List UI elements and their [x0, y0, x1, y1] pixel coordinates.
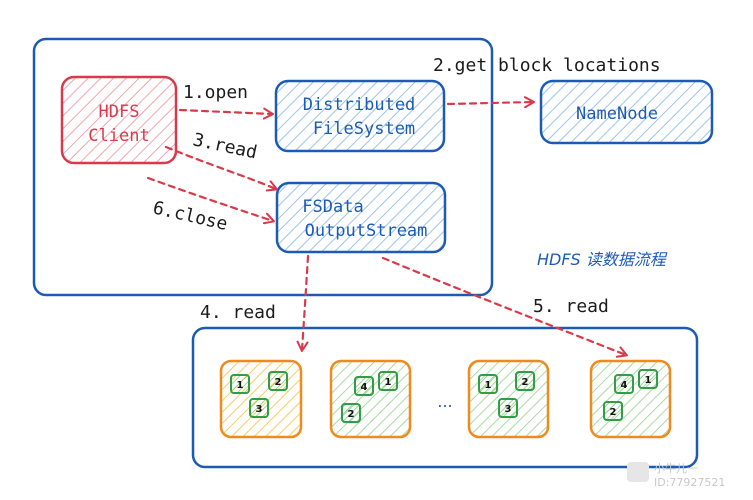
block-icon: 4: [614, 374, 634, 394]
block-label: 3: [505, 404, 512, 415]
edge-read3-label: 3.read: [191, 129, 259, 163]
datanode-2: 4 1 2: [329, 359, 412, 439]
edge-open-label: 1.open: [183, 82, 248, 103]
block-label: 4: [361, 382, 368, 393]
namenode-node: NameNode: [539, 79, 714, 145]
edge-close-label: 6.close: [151, 197, 230, 235]
block-label: 1: [237, 380, 244, 391]
block-icon: 3: [249, 398, 269, 418]
block-icon: 4: [354, 376, 374, 396]
datanode-ellipsis: ...: [437, 392, 452, 411]
block-label: 1: [645, 375, 652, 386]
fsdata-outputstream-node: FSData OutputStream: [275, 181, 447, 254]
client-container: [32, 37, 494, 297]
diagram-caption: HDFS 读数据流程: [537, 250, 668, 269]
stream-label-2: OutputStream: [305, 221, 428, 241]
block-icon: 1: [230, 374, 250, 394]
namenode-label: NameNode: [576, 104, 658, 124]
block-icon: 2: [603, 401, 623, 421]
block-label: 2: [522, 377, 529, 388]
block-label: 1: [385, 377, 392, 388]
block-icon: 1: [378, 371, 398, 391]
block-label: 1: [485, 380, 492, 391]
dfs-label-1: Distributed: [303, 95, 416, 115]
watermark: 小牛儿一 ID:77927521: [627, 461, 725, 489]
edge-read4-label: 4. read: [200, 302, 276, 323]
watermark-line-2: ID:77927521: [654, 476, 725, 489]
watermark-line-1: 小牛儿一: [654, 461, 698, 475]
edge-get-locations-label: 2.get block locations: [433, 55, 661, 76]
stream-label-1: FSData: [302, 197, 363, 217]
edge-read3-arrow: [164, 145, 278, 192]
edge-read5-arrow: [381, 256, 628, 358]
datanode-1: 1 2 3: [219, 359, 303, 439]
block-label: 2: [610, 407, 617, 418]
block-label: 4: [621, 380, 628, 391]
datanode-4: 4 1 2: [589, 359, 672, 439]
block-label: 2: [275, 377, 282, 388]
edge-open-arrow: [178, 107, 274, 120]
block-label: 3: [256, 404, 263, 415]
distributed-filesystem-node: Distributed FileSystem: [274, 79, 446, 153]
block-icon: 2: [515, 371, 535, 391]
block-icon: 1: [638, 369, 658, 389]
datanode-3: 1 2 3: [467, 359, 550, 439]
hdfs-client-label-1: HDFS: [99, 102, 140, 122]
edge-get-locations-arrow: [446, 96, 535, 109]
edge-read5-label: 5. read: [533, 296, 609, 317]
block-icon: 1: [478, 374, 498, 394]
block-label: 2: [348, 409, 355, 420]
hdfs-client-node: HDFS Client: [60, 75, 178, 165]
block-icon: 2: [268, 371, 288, 391]
block-icon: 3: [498, 398, 518, 418]
block-icon: 2: [341, 403, 361, 423]
edge-read4-arrow: [296, 254, 310, 352]
hdfs-client-label-2: Client: [88, 126, 149, 146]
datanode-container: [191, 326, 699, 469]
watermark-logo-icon: [627, 462, 649, 482]
dfs-label-2: FileSystem: [313, 119, 415, 139]
edge-close-arrow: [146, 176, 275, 225]
